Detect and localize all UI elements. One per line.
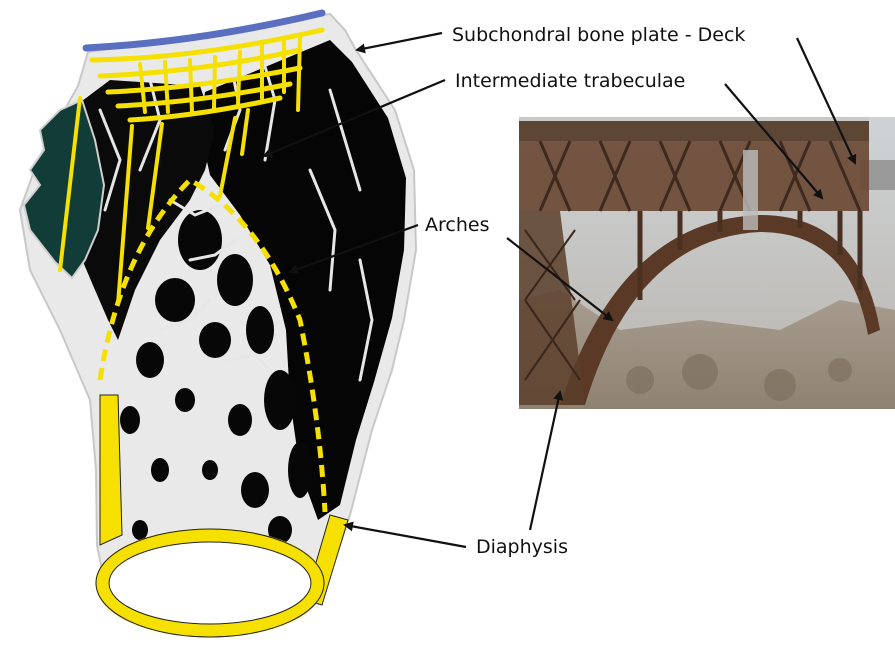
label-arches: Arches	[425, 216, 489, 235]
diaphysis-ellipse	[102, 535, 318, 631]
label-intermediate-trabeculae: Intermediate trabeculae	[455, 72, 685, 91]
arrow-diaphysis-bone	[345, 525, 466, 547]
arrow-deck-bone	[357, 33, 442, 50]
label-diaphysis: Diaphysis	[476, 538, 568, 557]
label-subchondral-deck: Subchondral bone plate - Deck	[452, 26, 745, 45]
arrow-diaphysis-bridge	[530, 392, 560, 530]
bone-cross-section	[20, 13, 416, 637]
arch-bridge-photo	[519, 117, 895, 409]
